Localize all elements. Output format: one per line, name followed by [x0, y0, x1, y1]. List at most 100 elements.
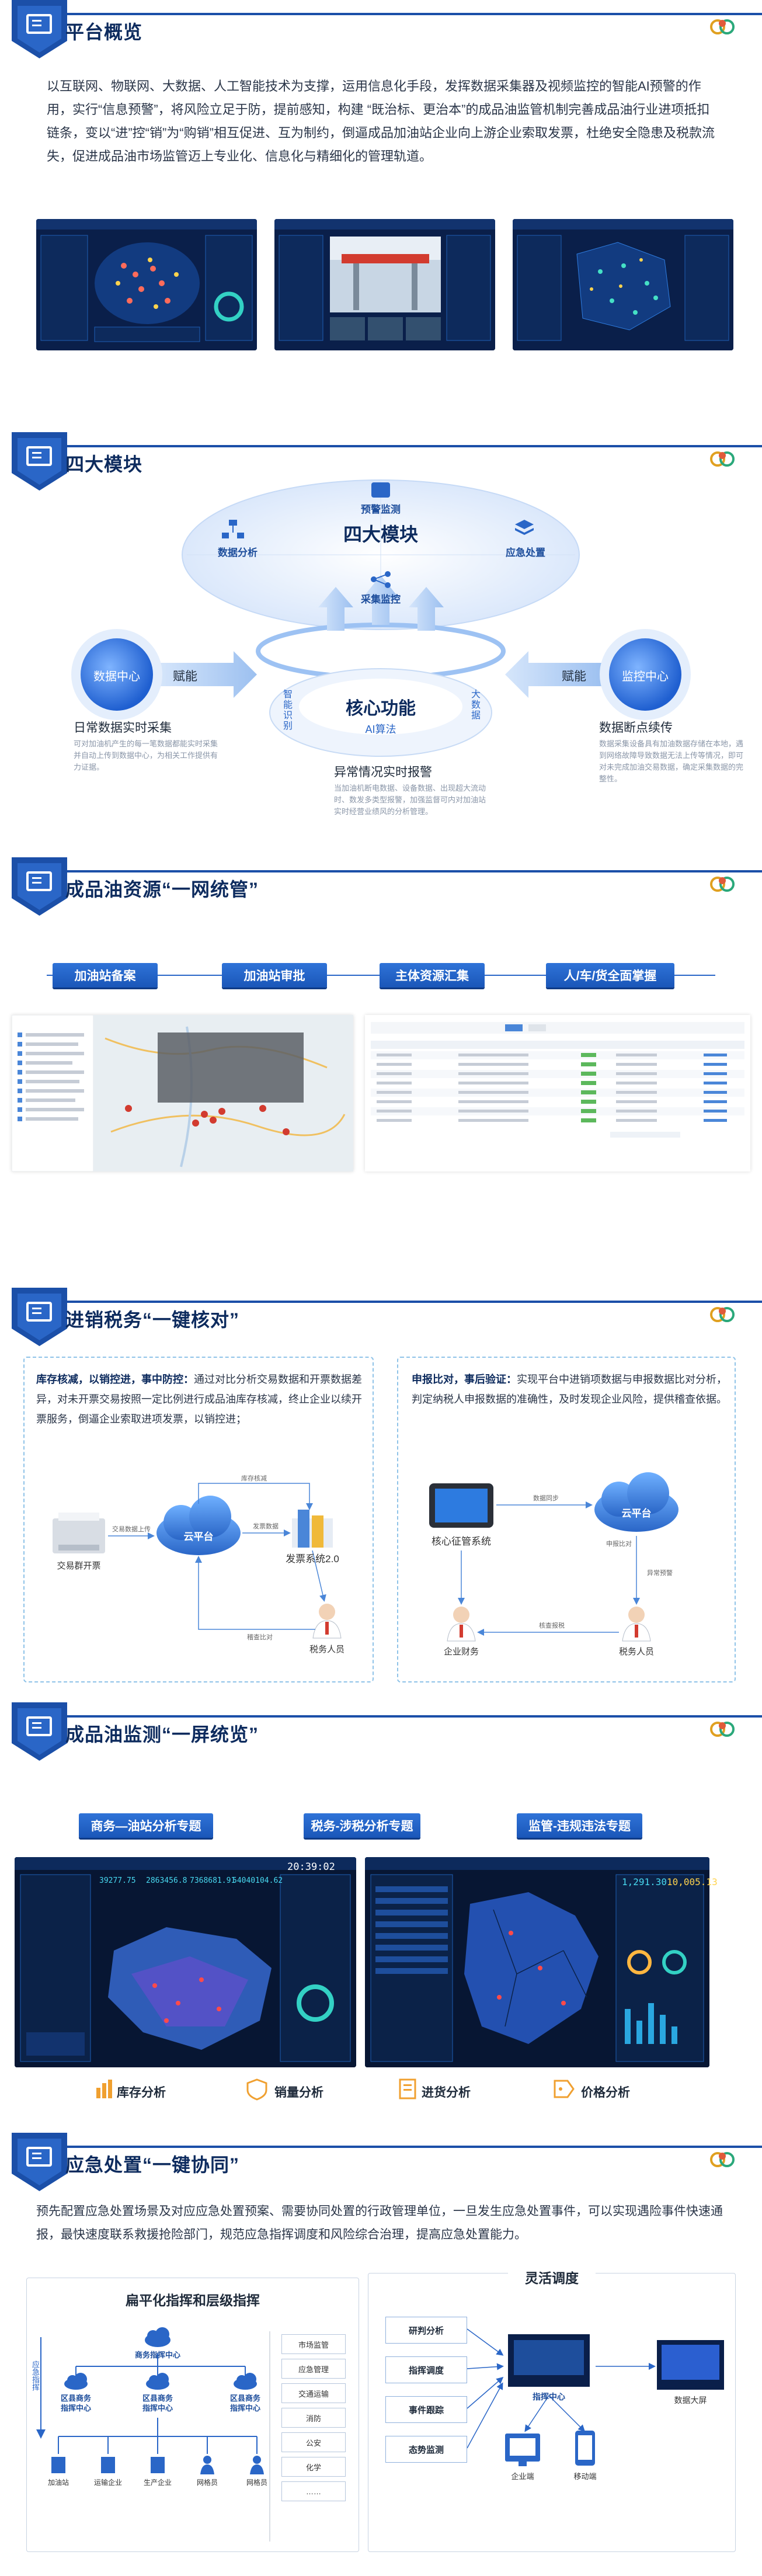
screen1-number-2: 7368681.91 — [190, 1876, 236, 1885]
monitor-icon — [26, 2147, 52, 2167]
tax-right-bold: 申报比对，事后验证： — [412, 1374, 517, 1385]
shield-icon — [246, 2078, 267, 2101]
edge-label-upload: 交易数据上传 — [112, 1526, 151, 1533]
section-header: 成品油监测“一屏统览” — [0, 1702, 762, 1761]
right-list-item[interactable]: 事件跟踪 — [385, 2396, 467, 2423]
feature-icons — [96, 2078, 575, 2101]
side-list-item[interactable]: 应急管理 — [281, 2359, 346, 2379]
emergency-paragraph: 预先配置应急处置场景及对应应急处置预案、需要协同处置的行政管理单位，一旦发生应急… — [36, 2205, 723, 2241]
building-icon — [51, 2457, 165, 2473]
pill-commerce-topic[interactable]: 商务—油站分析专题 — [79, 1813, 213, 1838]
left-invoice-label: 交易群开票 — [57, 1561, 101, 1571]
section-emergency: 应急处置“一键协同” 预先配置应急处置场景及对应应急处置预案、需要协同处置的行政… — [0, 2133, 762, 2576]
section-title: 成品油监测“一屏统览” — [65, 1724, 259, 1745]
pill-entity-resources[interactable]: 主体资源汇集 — [380, 963, 485, 988]
right-list-item[interactable]: 研判分析 — [385, 2317, 467, 2344]
side-list-item[interactable]: …… — [281, 2481, 346, 2501]
resources-screenshot-table[interactable] — [365, 1015, 750, 1171]
screen1-time: 20:39:02 — [287, 1861, 335, 1873]
cloud-icon — [156, 1496, 241, 1555]
mobile-icon — [575, 2431, 595, 2466]
edge-label-check: 核查报税 — [539, 1622, 565, 1629]
feature-price[interactable]: 价格分析 — [581, 2086, 630, 2099]
emergency-right-title-box — [508, 2264, 596, 2288]
feature-inventory[interactable]: 库存分析 — [117, 2086, 166, 2099]
brand-logo-icon — [710, 19, 735, 34]
side-list-item[interactable]: 化学 — [281, 2457, 346, 2477]
side-list-item[interactable]: 交通运输 — [281, 2383, 346, 2403]
overview-screenshot-1[interactable] — [36, 219, 257, 350]
module-item-collect[interactable]: 采集监控 — [361, 594, 401, 605]
monitor-screen-1[interactable] — [15, 1857, 356, 2067]
dashboard-video-image — [274, 219, 495, 350]
header-bar — [55, 2146, 762, 2148]
screen2-number-0: 1,291.30 — [622, 1876, 667, 1887]
section-resources: 成品油资源“一网统管” 加油站备案 加油站审批 主体资源汇集 人/车/货全面掌握 — [0, 857, 762, 1266]
side-list-item[interactable]: 公安 — [281, 2432, 346, 2452]
module-item-emergency[interactable]: 应急处置 — [506, 547, 545, 558]
org-chart-icon — [222, 520, 244, 538]
right-enterprise-client: 企业端 — [511, 2472, 534, 2481]
pill-station-filing[interactable]: 加油站备案 — [53, 963, 158, 988]
overview-screenshot-3[interactable] — [513, 219, 733, 350]
module-item-warning[interactable]: 预警监测 — [361, 504, 401, 515]
invoice-system-icon — [292, 1510, 333, 1548]
bell-icon — [371, 482, 390, 498]
monitor-icon — [26, 1716, 52, 1736]
section-header: 应急处置“一键协同” — [0, 2133, 762, 2191]
header-bar — [55, 870, 762, 872]
section-overview: 平台概览 以互联网、物联网、大数据、人工智能技术为支撑，运用信息化手段，发挥数据… — [0, 0, 762, 374]
feature-purchase[interactable]: 进货分析 — [422, 2086, 471, 2099]
tax-left-bold: 库存核减，以销控进，事中防控： — [36, 1374, 194, 1385]
right-command-center: 指挥中心 — [533, 2392, 565, 2401]
right-list-item[interactable]: 指挥调度 — [385, 2356, 467, 2383]
pill-station-approval[interactable]: 加油站审批 — [222, 963, 327, 988]
district-center-2: 区县商务指挥中心 — [142, 2394, 173, 2412]
emergency-left-title: 扁平化指挥和层级指挥 — [126, 2293, 260, 2308]
monitor-center-circle[interactable]: 监控中心 — [622, 670, 669, 683]
edge-label-reduce: 库存核减 — [241, 1475, 267, 1482]
screen1-number-3: 54040104.62 — [232, 1876, 283, 1885]
tax-officer-icon — [622, 1607, 651, 1642]
side-list-item[interactable]: 消防 — [281, 2408, 346, 2428]
screen2-number-1: 10,005.13 — [667, 1876, 718, 1887]
right-officer-label: 税务人员 — [618, 1647, 654, 1657]
section-header: 进销税务“一键核对” — [0, 1288, 762, 1346]
module-item-analysis[interactable]: 数据分析 — [218, 547, 258, 558]
brand-logo-icon — [710, 1307, 735, 1322]
left-system-label: 发票系统2.0 — [286, 1553, 339, 1565]
brand-logo-icon — [710, 877, 735, 892]
monitor-icon — [26, 14, 52, 34]
printer-icon — [53, 1513, 105, 1553]
section-header: 四大模块 — [0, 432, 762, 491]
resources-screenshot-map[interactable] — [11, 1014, 353, 1172]
edge-label-alert: 异常预警 — [647, 1570, 673, 1577]
monitor-screen-2-image — [365, 1857, 709, 2067]
side-list-item[interactable]: 市场监管 — [281, 2334, 346, 2354]
pill-regulation-topic[interactable]: 监管-违规违法专题 — [517, 1813, 642, 1838]
share-icon — [371, 571, 391, 588]
tax-right-text: 实现平台中进销项数据与申报数据比对分析，判定纳税人申报数据的准确性，及时发现企业… — [412, 1374, 727, 1405]
data-center-circle[interactable]: 数据中心 — [93, 670, 140, 683]
feature-bottom-title: 异常情况实时报警 — [334, 766, 432, 779]
edge-label-invoice: 发票数据 — [253, 1523, 279, 1530]
right-list-item[interactable]: 态势监测 — [385, 2436, 467, 2463]
overview-screenshot-2[interactable] — [274, 219, 495, 350]
monitor-screen-2[interactable] — [365, 1857, 709, 2067]
leaf-gas-station: 加油站 — [47, 2478, 69, 2487]
tax-left-description: 库存核减，以销控进，事中防控：通过对比分析交易数据和开票数据差异，对未开票交易按… — [36, 1369, 363, 1429]
right-data-screen: 数据大屏 — [674, 2396, 707, 2405]
pill-person-vehicle-goods[interactable]: 人/车/货全面掌握 — [546, 963, 674, 988]
brand-logo-icon — [710, 2152, 735, 2167]
feature-bottom-desc: 当加油机断电数据、设备数据、出现超大流动时、数发多类型报警，加强监督可内对加油站… — [334, 784, 486, 816]
section-modules: 四大模块 预警监测 四大模块 数据分析 应急处置 采集监控 数据中心 监控中心 … — [0, 432, 762, 841]
brand-logo-icon — [710, 451, 735, 467]
core-function-title: 核心功能 — [346, 699, 416, 718]
feature-sales[interactable]: 销量分析 — [274, 2086, 323, 2099]
leaf-grid-1: 网格员 — [196, 2478, 218, 2487]
command-vertical-label: 应急指挥 — [31, 2361, 40, 2391]
header-bar — [55, 13, 762, 15]
person-icon — [200, 2456, 264, 2474]
pill-tax-topic[interactable]: 税务-涉税分析专题 — [304, 1813, 420, 1838]
section-title: 进销税务“一键核对” — [65, 1309, 240, 1330]
